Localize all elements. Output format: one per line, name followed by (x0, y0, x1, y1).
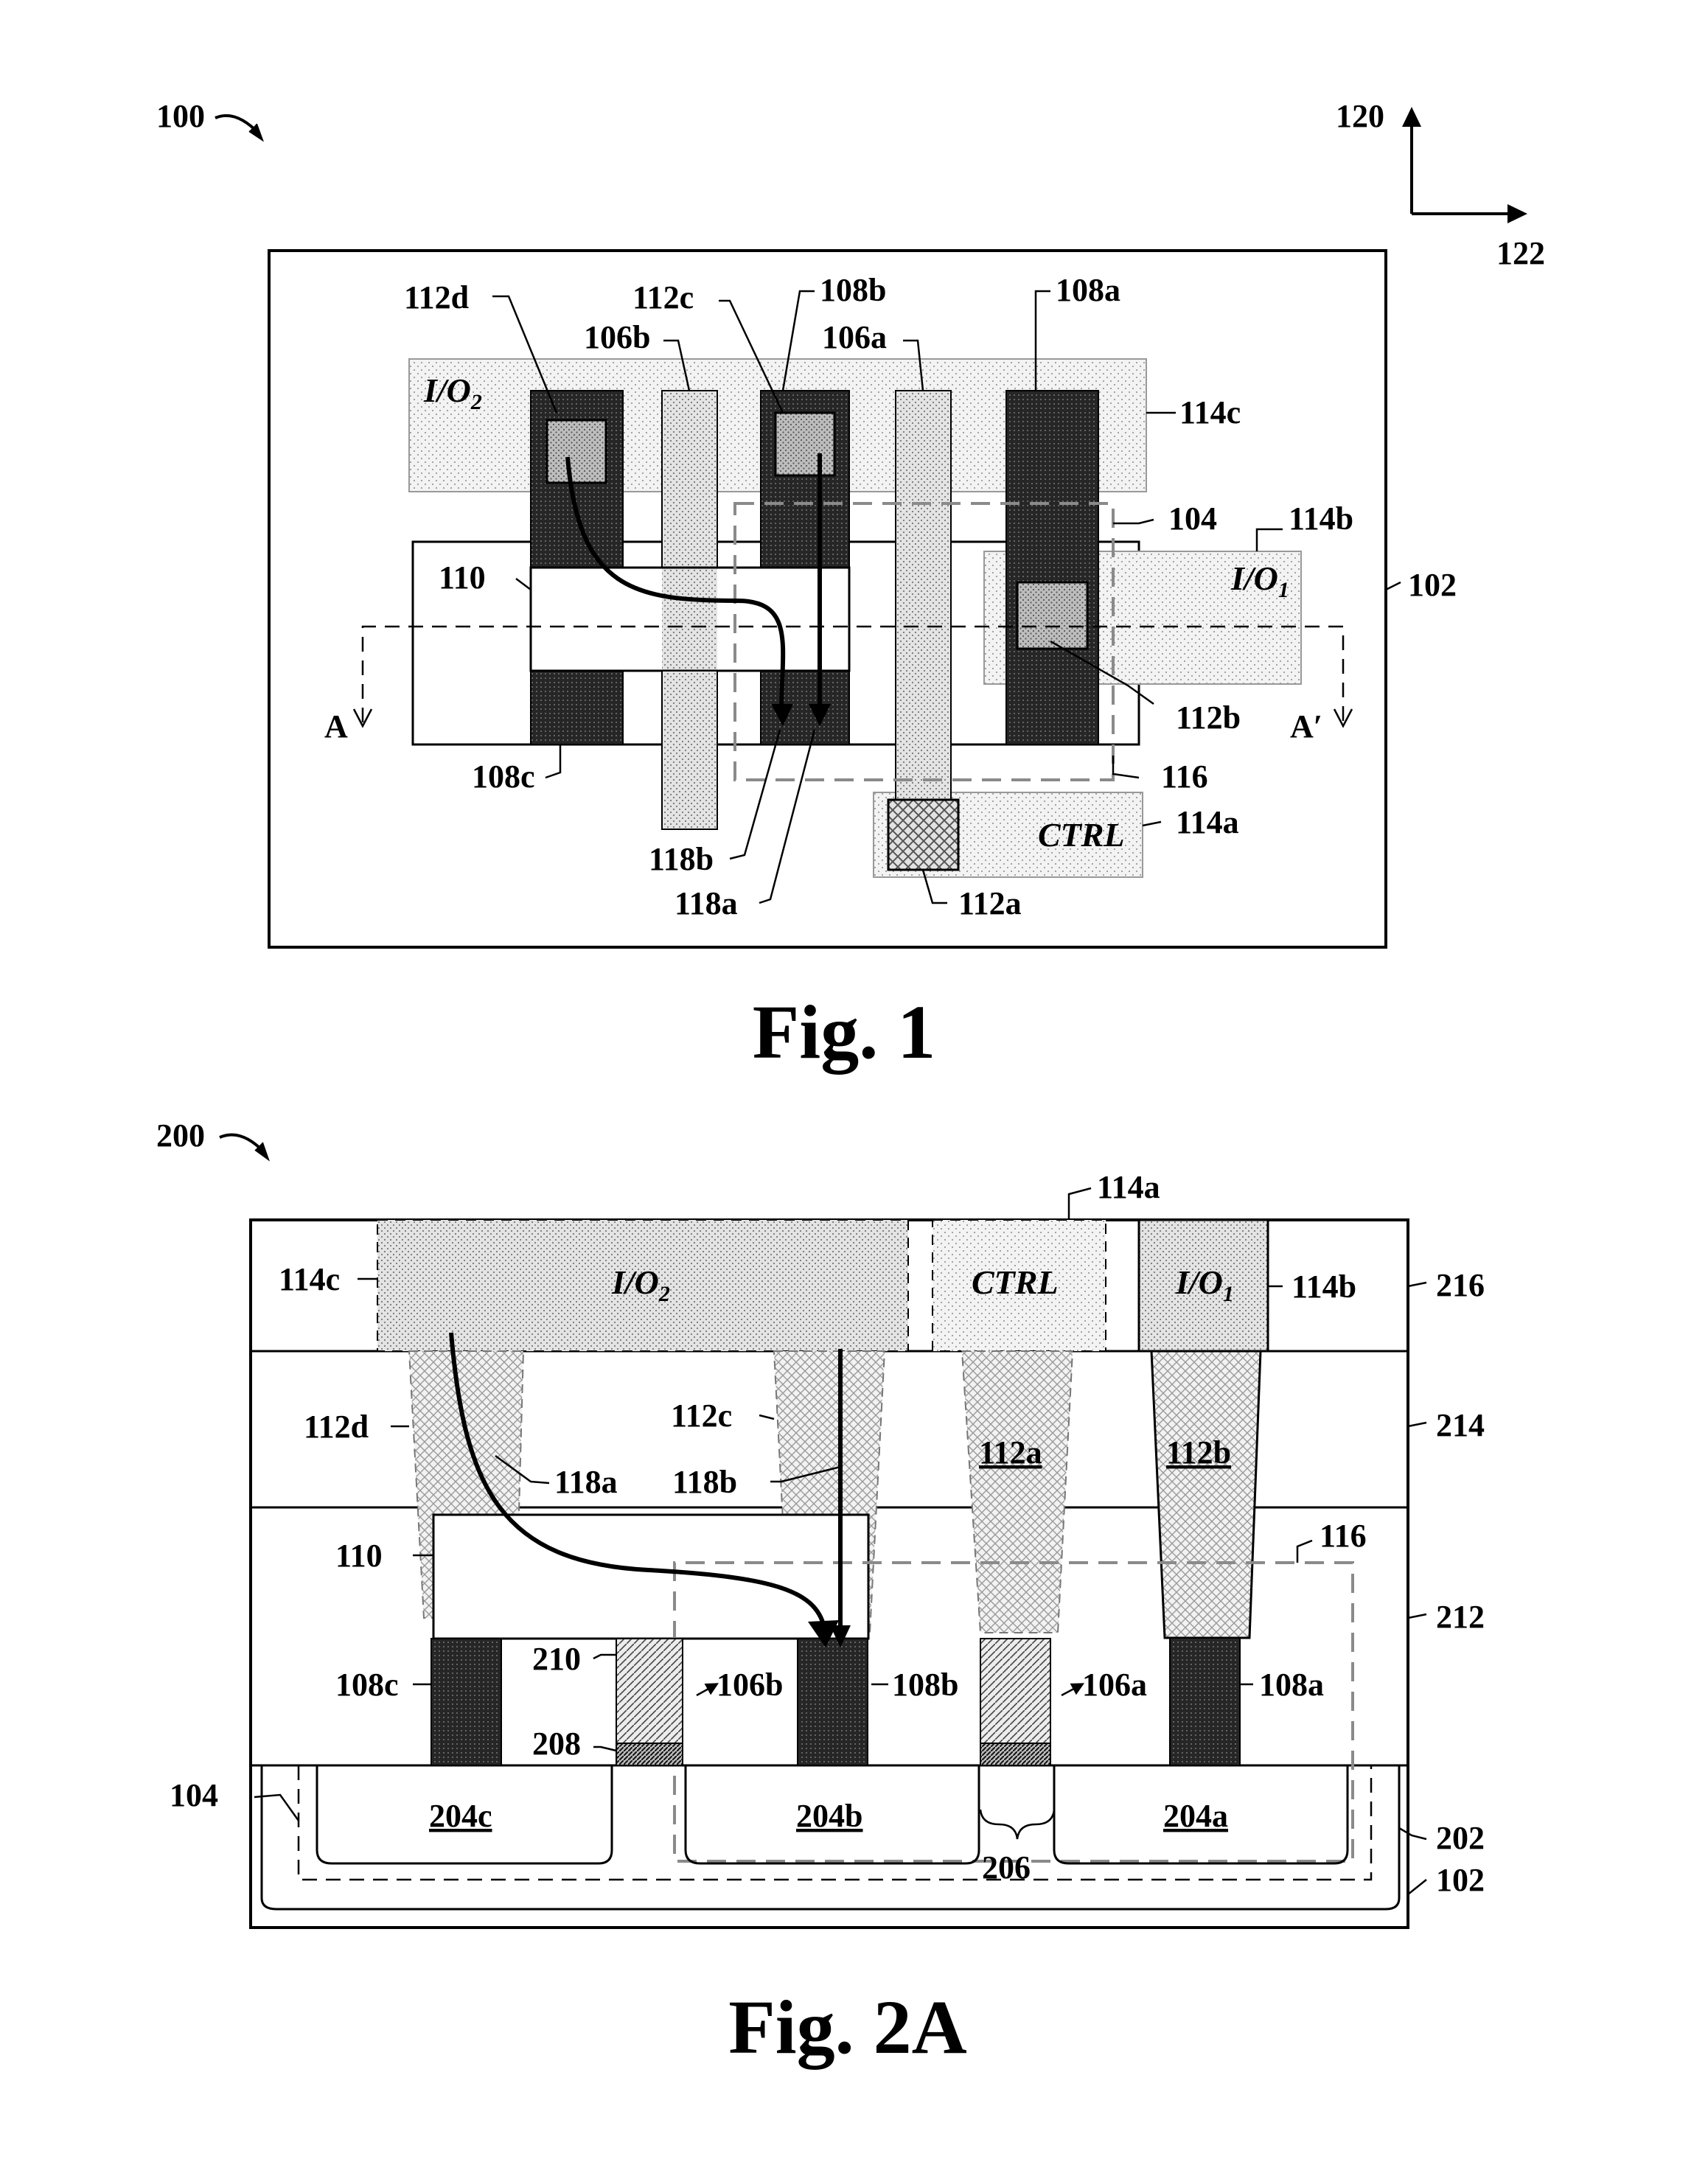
label-116: 116 (1161, 758, 1208, 795)
label-108b: 108b (820, 272, 886, 308)
label-114c: 114c (1179, 394, 1241, 430)
label-116: 116 (1320, 1518, 1367, 1554)
label-108c: 108c (335, 1667, 399, 1703)
label-110: 110 (335, 1538, 383, 1574)
label-214: 214 (1436, 1407, 1485, 1443)
axis-122-label: 122 (1496, 235, 1545, 271)
label-102: 102 (1408, 567, 1457, 603)
gate-106a (896, 391, 951, 800)
label-114b: 114b (1289, 500, 1353, 537)
label-112d: 112d (304, 1409, 369, 1445)
label-118a: 118a (675, 885, 738, 921)
via-112a (962, 1351, 1073, 1633)
label-216: 216 (1436, 1267, 1485, 1303)
axis-120-label: 120 (1336, 98, 1384, 134)
label-106a: 106a (822, 319, 887, 355)
label-112d: 112d (404, 279, 469, 315)
gate-dielectric-106a (980, 1743, 1050, 1765)
contact-112c (775, 413, 834, 475)
label-104: 104 (170, 1777, 218, 1813)
contact-112b (1017, 582, 1087, 649)
label-112c: 112c (671, 1398, 732, 1434)
ref-100: 100 (156, 98, 205, 134)
figure-1: 100 120 122 I/O2 I/O1 CTRL (156, 98, 1545, 1075)
label-108b: 108b (892, 1667, 958, 1703)
ref-200: 200 (156, 1117, 205, 1154)
label-118b: 118b (672, 1464, 737, 1500)
ctrl-label: CTRL (1038, 816, 1125, 854)
label-104: 104 (1168, 500, 1217, 537)
label-114c: 114c (279, 1261, 340, 1297)
label-108a: 108a (1056, 272, 1120, 308)
label-210: 210 (532, 1641, 581, 1677)
label-212: 212 (1436, 1599, 1485, 1635)
gate-electrode-210 (616, 1639, 683, 1743)
diffusion-108a (1006, 391, 1098, 744)
label-208: 208 (532, 1726, 581, 1762)
cut-label-A-prime: A′ (1290, 708, 1322, 744)
label-114b: 114b (1292, 1269, 1356, 1305)
label-102: 102 (1436, 1862, 1485, 1898)
block-110 (433, 1515, 868, 1639)
label-106a: 106a (1082, 1667, 1147, 1703)
gate-106a (980, 1639, 1050, 1743)
label-106b: 106b (584, 319, 650, 355)
label-114a: 114a (1097, 1169, 1160, 1205)
contact-112d (547, 420, 606, 483)
figure-2a: 200 I/O2 CTRL I/O1 112a 112b (156, 1117, 1485, 2070)
label-112c: 112c (632, 279, 694, 315)
diffusion-108a (1170, 1638, 1240, 1765)
label-114a: 114a (1176, 804, 1239, 840)
figure-2a-caption: Fig. 2A (728, 1985, 967, 2070)
ctrl-label: CTRL (972, 1263, 1059, 1301)
label-106b: 106b (717, 1667, 783, 1703)
label-206: 206 (982, 1849, 1031, 1886)
orientation-axes: 120 122 (1336, 98, 1545, 271)
label-110: 110 (439, 559, 486, 596)
label-202: 202 (1436, 1820, 1485, 1856)
label-112a: 112a (958, 885, 1022, 921)
inner-112a: 112a (979, 1434, 1042, 1471)
label-118b: 118b (649, 841, 714, 877)
gate-dielectric-208 (616, 1743, 683, 1765)
label-108a: 108a (1259, 1667, 1324, 1703)
cut-label-A: A (324, 708, 348, 744)
inner-112b: 112b (1166, 1434, 1231, 1471)
label-108c: 108c (472, 758, 535, 795)
label-118a: 118a (554, 1464, 618, 1500)
via-112b (1151, 1351, 1261, 1638)
inner-204c: 204c (429, 1798, 492, 1834)
label-112b: 112b (1176, 700, 1241, 736)
figure-1-caption: Fig. 1 (753, 990, 935, 1075)
inner-204b: 204b (796, 1798, 862, 1834)
diffusion-108b (798, 1639, 868, 1765)
inner-204a: 204a (1163, 1798, 1228, 1834)
diffusion-108c (431, 1639, 501, 1765)
contact-112a (888, 800, 958, 870)
